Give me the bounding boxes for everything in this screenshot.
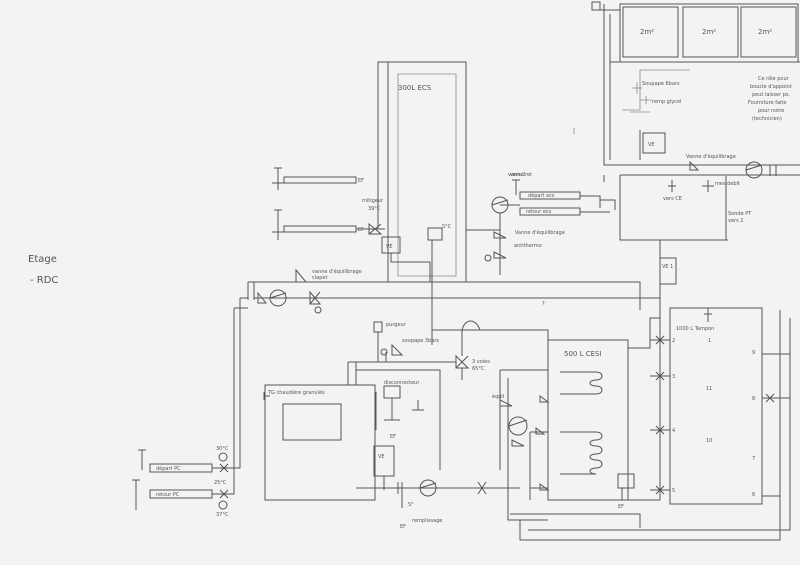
cold-water-manifold-bottom bbox=[283, 225, 357, 233]
solar-panel-2 bbox=[682, 6, 739, 58]
solar-note: Ce rôle pour boucle d'appoint peut laiss… bbox=[748, 75, 792, 122]
boiler-purge: purgeur bbox=[386, 322, 407, 328]
buffer-index-4: 4 bbox=[672, 428, 675, 434]
boiler-filling: remplissage bbox=[412, 518, 442, 524]
boiler-label: TG chaudière granulés bbox=[267, 389, 325, 396]
dhw-mixer: mitigeur bbox=[362, 198, 384, 204]
fh-return-mark: 37°C bbox=[216, 512, 229, 518]
cesi-pump bbox=[508, 416, 528, 436]
fh-return-temp: 25°C bbox=[214, 480, 227, 486]
fh-supply-temp: 30°C bbox=[216, 446, 229, 452]
fh-supply: départ PC bbox=[156, 465, 181, 472]
dhw-recirc-supply: départ ecs bbox=[528, 192, 555, 199]
boiler-expansion-mark bbox=[659, 257, 677, 285]
boiler-section: TG chaudière granulés purgeur soupape 3b… bbox=[263, 320, 520, 530]
buffer-index-11: 11 bbox=[706, 386, 712, 392]
svg-text:boucle d'appoint: boucle d'appoint bbox=[750, 84, 792, 90]
buffer-index-1: 1 bbox=[708, 338, 711, 344]
solar-bleed: vers CE bbox=[663, 196, 682, 202]
boiler-under: EF bbox=[400, 524, 406, 530]
pellet-boiler-door bbox=[282, 403, 342, 441]
boiler-ve-1-label: VE 1 bbox=[662, 264, 673, 270]
cesi-tank-500l bbox=[547, 339, 629, 501]
buffer-index-3: 3 bbox=[672, 374, 675, 380]
buffer-section: 1000 L Tampon 1 2 3 4 5 6 7 8 9 10 11 bbox=[650, 307, 790, 505]
solar-section: 2m² 2m² 2m² Soupape 6bars remp glycol VE… bbox=[591, 1, 800, 500]
solar-panel-1 bbox=[622, 6, 679, 58]
svg-text:(technicien): (technicien) bbox=[752, 116, 782, 122]
boiler-ve-label: VE bbox=[378, 454, 385, 460]
buffer-index-2: 2 bbox=[672, 338, 675, 344]
buffer-index-8: 8 bbox=[752, 396, 755, 402]
floor-ground-label: - RDC bbox=[30, 275, 58, 286]
solar-pump bbox=[745, 161, 763, 179]
dhw-valve-1: vanne ret bbox=[508, 172, 532, 178]
solar-probe: Sonde PT bbox=[728, 211, 752, 217]
solar-expansion-vessel bbox=[642, 132, 666, 154]
boiler-check-valve: clapet bbox=[312, 275, 327, 281]
cesi-outlet-label: EF bbox=[618, 504, 624, 510]
panel-label-2: 2m² bbox=[702, 28, 716, 36]
dhw-upper-note: vers 2 bbox=[510, 172, 525, 178]
solar-storage-section: 500 L CESI équil EF bbox=[460, 310, 791, 541]
dhw-mixer-temp: 39°C bbox=[368, 206, 381, 212]
dhw-tank-label: 300L ECS bbox=[398, 84, 432, 92]
buffer-tank-1000l bbox=[669, 307, 763, 505]
boiler-disconnector-label: disconnecteur bbox=[384, 380, 420, 386]
dhw-ve-label: VE bbox=[386, 244, 393, 250]
boiler-mixing-temp: 65°C bbox=[472, 366, 485, 372]
cold-water-manifold-top bbox=[283, 176, 357, 184]
dhw-cold-water-top: EF bbox=[358, 178, 364, 184]
cesi-outlet-valve bbox=[617, 473, 635, 489]
svg-text:Fourniture faite: Fourniture faite bbox=[748, 100, 786, 106]
boiler-cold-water: EF bbox=[390, 434, 396, 440]
buffer-index-6: 6 bbox=[752, 492, 755, 498]
solar-balancing-valve: Vanne d'équilibrage bbox=[686, 153, 736, 160]
dhw-probe: S°C bbox=[442, 224, 452, 230]
solar-glycol-fill: remp glycol bbox=[652, 99, 681, 105]
buffer-index-5: 5 bbox=[672, 488, 675, 494]
cesi-eq: équil bbox=[492, 393, 504, 400]
dhw-cold-water-bottom: EF bbox=[358, 227, 364, 233]
dhw-eq-valve: Vanne d'équilibrage bbox=[515, 229, 565, 236]
boiler-eq-valve: vanne d'équilibrage bbox=[312, 268, 362, 275]
boiler-expansion-vessel bbox=[373, 445, 395, 477]
dhw-probe-box bbox=[427, 227, 443, 241]
dhw-anti-thermo: antithermo bbox=[514, 243, 542, 249]
buffer-index-7: 7 bbox=[752, 456, 755, 462]
solar-flow-meter: mes.debit bbox=[715, 181, 740, 187]
svg-text:peut laisser ps.: peut laisser ps. bbox=[752, 92, 791, 98]
boiler-side-mark: ? bbox=[542, 301, 545, 307]
svg-text:Ce rôle pour: Ce rôle pour bbox=[758, 75, 790, 82]
floor-heating-section: départ PC retour PC 30°C 25°C 37°C bbox=[132, 446, 241, 518]
buffer-label: 1000 L Tampon bbox=[676, 326, 714, 332]
floor-upper-label: Etage bbox=[28, 254, 57, 265]
dhw-recirc-return: retour ecs bbox=[526, 209, 552, 215]
boiler-disconnector bbox=[383, 385, 401, 399]
boiler-safety: soupape 3bars bbox=[402, 338, 439, 344]
svg-text:pour notre: pour notre bbox=[758, 108, 784, 114]
pellet-boiler bbox=[264, 384, 376, 501]
buffer-index-9: 9 bbox=[752, 350, 755, 356]
fh-return: retour PC bbox=[156, 492, 180, 498]
dhw-section: 300L ECS EF EF mitigeur 39°C VE S°C dépa… bbox=[272, 61, 616, 331]
panel-label-3: 2m² bbox=[758, 28, 772, 36]
solar-safety-valve: Soupape 6bars bbox=[642, 81, 680, 87]
boiler-loop: vanne d'équilibrage clapet VE 1 ? bbox=[233, 257, 677, 470]
solar-panel-3 bbox=[740, 6, 797, 58]
boiler-mixing-valve: 3 voies bbox=[472, 359, 490, 365]
cesi-label: 500 L CESI bbox=[564, 350, 602, 358]
boiler-sensor: S° bbox=[408, 502, 414, 508]
solar-outlet: vers 2 bbox=[728, 218, 743, 224]
panel-label-1: 2m² bbox=[640, 28, 654, 36]
buffer-index-10: 10 bbox=[706, 438, 712, 444]
solar-ve-label: VE bbox=[648, 142, 655, 148]
